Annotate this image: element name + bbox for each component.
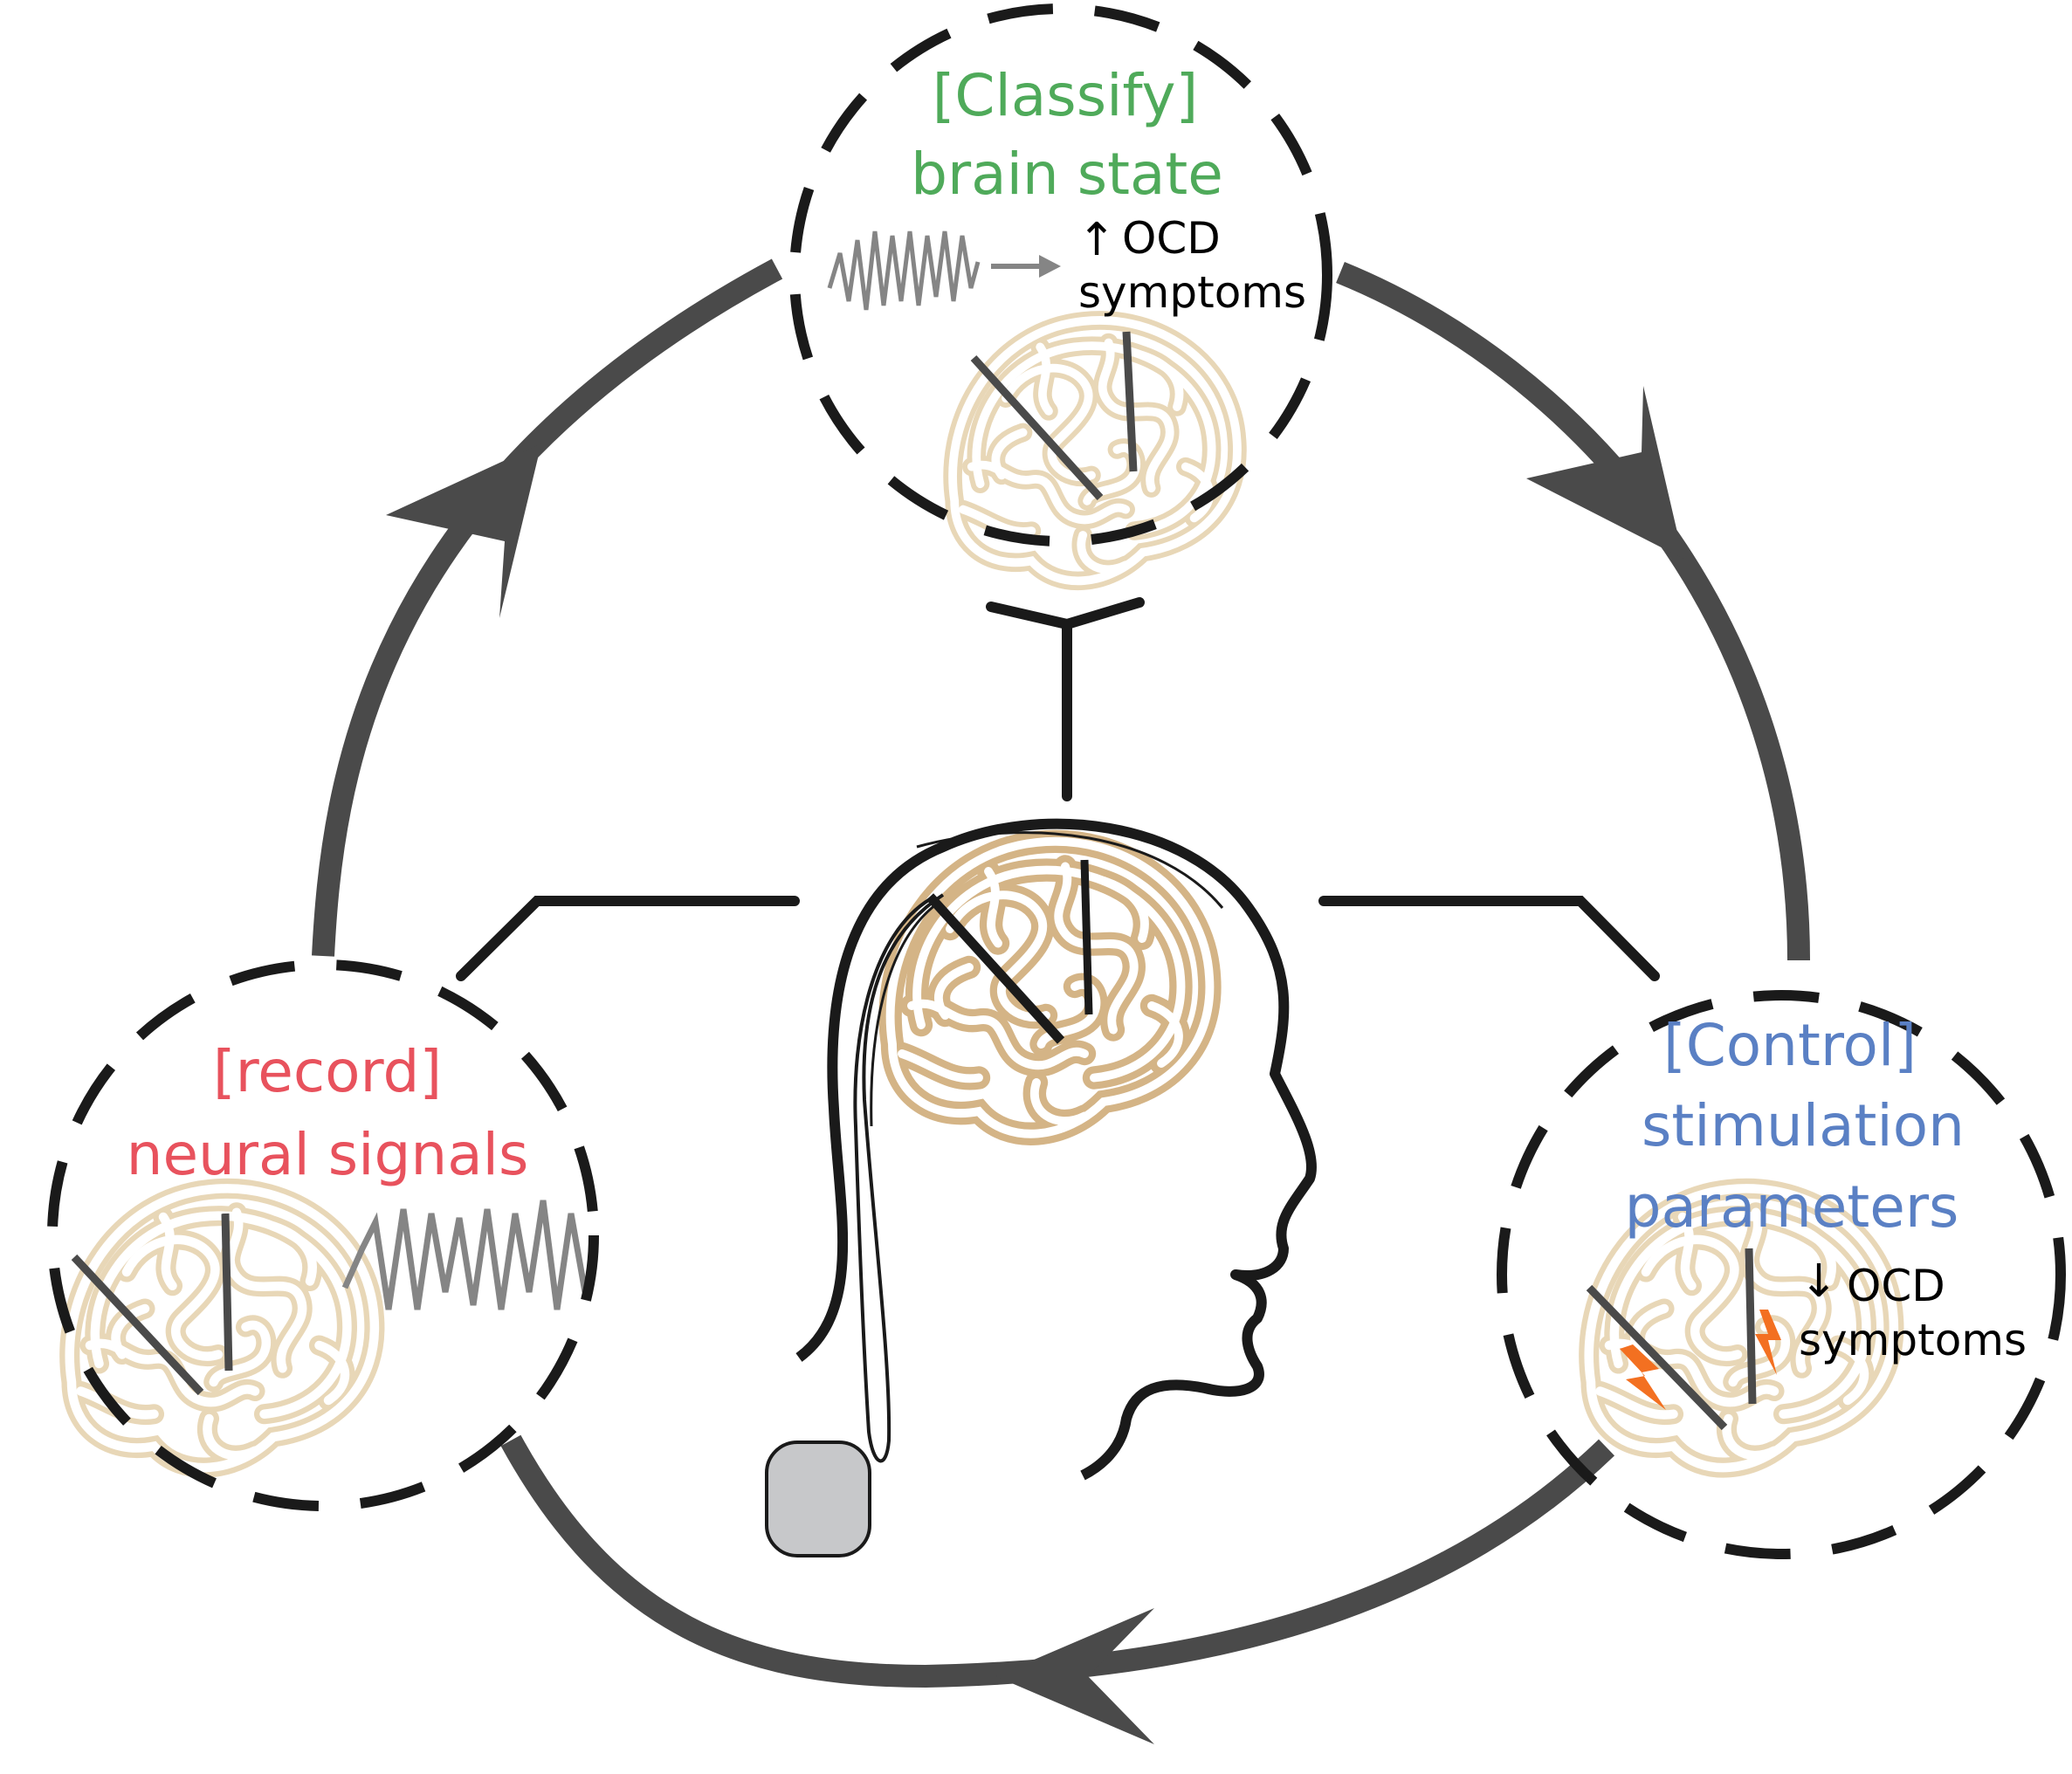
loop-arc-classify-to-control xyxy=(1336,261,1810,961)
control-electrode-1 xyxy=(1586,1284,1728,1431)
record-dashed-circle xyxy=(47,959,599,1511)
head-brain xyxy=(891,842,1210,1134)
loop-arrows xyxy=(312,258,1810,1744)
classify-electrode-1 xyxy=(970,354,1104,501)
loop-arc-control-to-record xyxy=(500,1434,1615,1688)
classify-subtitle: brain state xyxy=(911,141,1223,208)
lead-wire xyxy=(853,893,945,1463)
classify-electrode-2 xyxy=(1122,331,1138,472)
control-electrode-2 xyxy=(1745,1248,1757,1405)
control-ocd-label: OCD xyxy=(1847,1261,1945,1311)
control-bubble: [Control] stimulation parameters ↓ OCD s… xyxy=(1497,990,2066,1559)
lead-wire-2 xyxy=(870,903,937,1127)
record-title: [record] xyxy=(213,1038,442,1105)
record-subtitle: neural signals xyxy=(127,1121,529,1188)
loop-arc-record-to-classify xyxy=(312,258,783,957)
stimulator-device xyxy=(765,1441,871,1557)
classify-ocd-label: OCD xyxy=(1122,213,1221,264)
arrowhead-left xyxy=(995,1608,1154,1744)
classify-symptoms-label: symptoms xyxy=(1078,267,1306,318)
record-electrode-1 xyxy=(71,1254,204,1396)
classify-up-arrow: ↑ xyxy=(1077,214,1116,266)
classify-arrow-to-ocd xyxy=(991,255,1061,278)
connector-to-control xyxy=(1318,896,1660,981)
record-electrode-2 xyxy=(221,1213,233,1372)
connector-to-classify xyxy=(986,597,1145,801)
head-electrode-2 xyxy=(1080,859,1093,1015)
control-subtitle-2: parameters xyxy=(1625,1173,1959,1241)
classify-dashed-circle xyxy=(789,3,1332,547)
classify-bubble: [Classify] brain state ↑ OCD symptoms xyxy=(789,3,1332,581)
lightning-icon xyxy=(1755,1310,1781,1375)
arrowhead-down xyxy=(1526,386,1683,559)
connector-to-record xyxy=(456,896,800,981)
lightning-icon xyxy=(1620,1344,1666,1410)
head-outline-inner xyxy=(916,831,1224,909)
head-outline xyxy=(795,818,1317,1481)
head-illustration xyxy=(765,818,1317,1557)
head-electrode-1 xyxy=(926,893,1065,1044)
connector-lines xyxy=(456,597,1660,981)
control-symptoms-label: symptoms xyxy=(1799,1315,2027,1365)
control-subtitle: stimulation xyxy=(1642,1092,1965,1159)
classify-signal-waveform xyxy=(827,230,981,311)
arrowhead-up xyxy=(386,444,541,618)
control-dashed-circle xyxy=(1497,990,2066,1559)
classify-title: [Classify] xyxy=(933,62,1199,129)
control-down-arrow: ↓ xyxy=(1800,1255,1838,1308)
control-title: [Control] xyxy=(1663,1012,1917,1079)
record-bubble: [record] neural signals xyxy=(47,959,599,1511)
record-signal-waveform xyxy=(341,1200,589,1310)
